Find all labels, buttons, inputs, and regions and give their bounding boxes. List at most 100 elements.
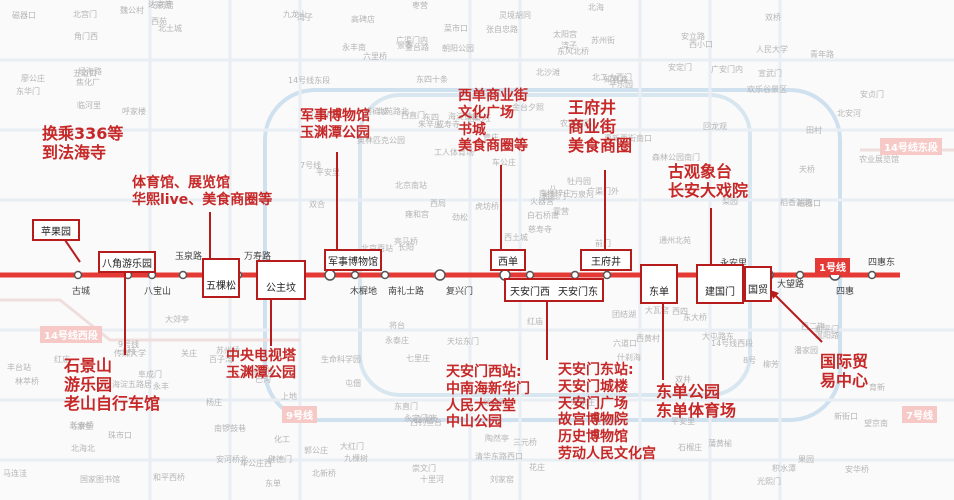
station-box-jianguomen[interactable]: 建国门 [696,264,744,304]
background-station-label: 灵境胡同 [499,11,531,20]
station-box-gongzhufen[interactable]: 公主坟 [256,260,306,300]
background-station-label: 永定门外 [404,414,436,423]
background-station-label: 北土城 [158,24,182,33]
background-station-label: 惠新西街南口 [604,134,652,143]
background-station-label: 北京西站 [361,244,393,254]
background-station-label: 红庙 [54,355,70,364]
background-station-label: 陶然亭 [485,434,509,443]
background-station-label: 人民大学 [756,45,788,54]
background-station-label: 双桥 [765,13,781,22]
background-station-label: 北海北 [71,444,95,453]
background-station-label: 东四十条 [416,75,448,84]
background-station-label: 廖公庄 [21,74,45,83]
background-station-label: 马家堡 [69,422,93,431]
background-station-label: 九棵树 [344,454,368,463]
background-station-label: 化工 [274,435,290,444]
background-station-label: 西四 [672,307,688,316]
station-box-dongdan[interactable]: 东单 [640,264,678,304]
background-station-label: 苏州桥 [216,346,240,355]
background-station-label: 七里庄 [406,354,430,363]
annotation-dongdan: 东单公园 东单体育场 [656,382,737,421]
background-station-label: 金台路 [405,43,429,52]
background-station-label: 牡丹园 [567,177,591,186]
background-station-label: 蒲黄榆 [708,439,732,448]
background-station-label: 车公庄 [492,158,516,167]
station-box-bajiao[interactable]: 八角游乐园 [98,251,156,273]
background-station-label: 万泉河 [570,190,594,199]
background-station-label: 什刹海 [617,353,641,362]
background-station-label: 朱辛庄 [418,120,442,129]
background-station-label: 回龙观 [703,122,727,131]
background-station-label: 柳芳 [763,360,779,369]
background-station-label: 朝阳公园 [442,44,474,53]
background-station-label: 立水桥 [414,415,438,424]
background-station-label: 潘家园 [794,346,818,355]
station-box-junbo[interactable]: 军事博物馆 [324,249,382,271]
background-station-label: 颐和园 [483,398,507,407]
station-box-wukesong[interactable]: 五棵松 [202,258,240,298]
background-station-label: 八里桥 [310,111,334,120]
background-station-label: 林萃桥 [15,377,39,386]
background-station-label: 阜成门 [138,370,162,379]
background-station-label: 北安河 [837,109,861,118]
background-station-label: 景泰 [397,41,413,50]
station-box-tiananmen[interactable]: 天安门西 天安门东 [504,278,604,302]
connector-dongdan [662,304,664,380]
background-station-label: 国家图书馆 [80,475,120,484]
background-station-label: 前门 [595,239,611,248]
annotation-guomao: 国际贸 易中心 [820,352,869,391]
station-label-tiananmendong: 天安门东 [558,286,598,298]
background-station-label: 劲松 [452,213,468,222]
background-station-label: 安华桥 [845,465,869,474]
station-box-pingguoyuan[interactable]: 苹果园 [32,219,80,241]
background-station-label: 青年路 [810,50,834,59]
background-station-label: 平乐园 [609,80,633,89]
background-station-label: 土桥 [120,347,136,356]
background-station-label: 育新 [869,383,885,392]
background-station-label: 东风北桥 [557,47,589,56]
background-station-label: 北工大西门 [592,73,632,82]
station-box-guomao[interactable]: 国贸 [744,266,772,302]
annotation-xidan: 西单商业街 文化广场 书城 美食商圈等 [458,88,528,155]
background-station-label: 北宫门 [73,10,97,19]
background-station-label: 芍药居 [150,1,174,10]
background-station-label: 管庄 [483,133,499,142]
background-station-label: 花庄 [529,463,545,472]
annotation-bajiao: 石景山 游乐园 老山自行车馆 [64,356,161,414]
background-station-label: 巴沟 [255,375,271,384]
line-14-east-tag: 14号线东段 [880,138,942,155]
background-station-label: 三元桥 [513,438,537,447]
background-station-label: 朝阳门 [542,192,566,201]
background-station-label: 苏州街 [591,36,615,45]
background-station-label: 广渠门内 [396,36,428,45]
background-station-label: 知春路 [604,75,628,84]
connector-bajiao [124,273,126,355]
background-station-label: 宋家庄 [571,398,595,407]
background-station-label: 新街口 [834,412,858,421]
background-station-label: 金台夕照 [512,103,544,112]
station-sihui: 四惠 [836,287,855,297]
background-station-label: 亮马桥 [394,237,418,246]
background-station-label: 枣营 [412,1,428,10]
background-station-label: 8号 [743,356,757,365]
background-station-label: 森林公园南门 [652,153,700,162]
station-box-xidan[interactable]: 西单 [490,249,526,271]
background-station-label: 长春桥 [70,421,94,430]
connector-jianguomen [710,208,712,264]
connector-gongzhufen [270,300,272,346]
background-station-label: 和平西桥 [153,473,185,482]
background-station-label: 南锣鼓巷 [214,424,246,433]
background-station-label: 安贞门 [860,90,884,99]
background-station-label: 百子湾 [209,355,233,364]
background-station-label: 刘家窑 [490,475,514,484]
background-station-label: 天桥 [799,165,815,174]
station-box-wangfujing[interactable]: 王府井 [580,249,632,271]
background-station-label: 马连洼 [3,469,27,478]
annotation-tiananmendong: 天安门东站: 天安门城楼 天安门广场 故宫博物院 历史博物馆 劳动人民文化宫 [558,362,656,462]
background-station-label: 双井 [675,375,691,384]
background-station-label: 杨庄 [206,398,222,407]
background-station-label: 八 [549,184,557,193]
background-station-label: 大郊亭 [165,315,189,324]
background-station-label: 临河里 [77,101,101,110]
background-station-label: 上地 [281,392,297,401]
